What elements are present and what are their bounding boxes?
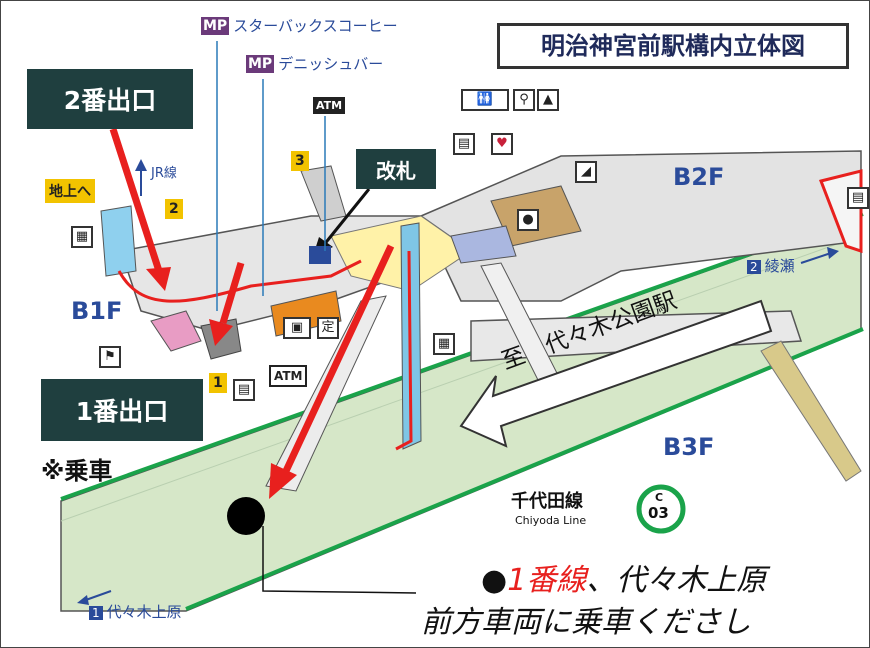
line-code-number: 03: [648, 504, 669, 522]
instruction-line-2: 前方車両に乗車くださし: [421, 605, 751, 640]
track-line-lower: [185, 327, 864, 611]
boarding-note: ※乗車: [41, 457, 113, 485]
exit2-label: 2番出口: [27, 69, 193, 129]
diagram-title: 明治神宮前駅構内立体図: [497, 23, 849, 69]
chiyoda-line-en: Chiyoda Line: [515, 514, 587, 527]
arrow-exit2-route: [109, 127, 163, 273]
shop-danish-bar: MP デニッシュバー: [246, 53, 383, 74]
arrow-gate-to-platform: [282, 244, 395, 473]
b2f-passage: [419, 150, 862, 302]
ticket-gate-marker: [309, 246, 331, 264]
floor-b1f: B1F: [71, 297, 123, 325]
toilet-icon: 🚻: [461, 89, 509, 111]
yoyogi-uehara-label: 代々木上原: [106, 603, 182, 621]
exit-number-2: 2: [165, 199, 183, 219]
floor-b3f: B3F: [663, 433, 715, 461]
coin-locker-icon-right: ▤: [847, 187, 869, 209]
fare-adjust-icon: 定: [317, 317, 339, 339]
ground-escalator: [100, 205, 137, 277]
jr-line-label: JR線: [151, 166, 177, 181]
aed-icon: ♥: [491, 133, 513, 155]
meeting-point-icon: ⚑: [99, 346, 121, 368]
to-ground-badge: 地上へ: [45, 179, 95, 203]
yoyogi-uehara-direction: 1 代々木上原: [89, 605, 182, 620]
callout-line: [262, 526, 417, 594]
shop-danish-bar-name: デニッシュバー: [278, 55, 384, 73]
pink-room: [150, 310, 202, 352]
baby-care-icon: ⚲: [513, 89, 535, 111]
shop-starbucks-name: スターバックスコーヒー: [233, 17, 398, 35]
floor-b2f: B2F: [673, 163, 725, 191]
walking-route: [117, 259, 362, 303]
ticket-gate-label: 改札: [356, 149, 436, 189]
atm-label-bottom: ATM: [269, 365, 308, 387]
line-code-letter: C: [655, 491, 664, 504]
elevator-icon: ▲: [537, 89, 559, 111]
exit1-label: 1番出口: [41, 379, 203, 441]
exit3-stairs: [300, 165, 347, 222]
ayase-direction: 2 綾瀬: [747, 259, 795, 274]
line-code-badge: [636, 484, 686, 534]
instruction-bullet: ●: [481, 563, 508, 598]
escalator-icon: ◢: [575, 161, 597, 183]
ayase-label: 綾瀬: [764, 257, 795, 275]
track-line-upper: [60, 212, 864, 501]
gate-pointer-arrow: [321, 188, 371, 247]
exit-number-3: 3: [291, 151, 309, 171]
instruction-track: 1番線: [507, 563, 587, 598]
station-office-icon: ●: [517, 209, 539, 231]
arrow-exit1-route: [219, 261, 245, 325]
instruction-line-1: ●1番線、代々木上原: [481, 555, 766, 599]
exit-number-1: 1: [209, 373, 227, 393]
ticket-machine-icon-b2f: ▦: [433, 333, 455, 355]
direction-arrow-yoyogi-koen: [459, 299, 773, 448]
boarding-position-marker: [227, 497, 265, 535]
mp-badge-1: MP: [201, 16, 230, 35]
shop-starbucks: MP スターバックスコーヒー: [201, 15, 398, 36]
yoyogi-uehara-number: 1: [89, 605, 103, 620]
chiyoda-line-jp: 千代田線: [511, 491, 583, 512]
instruction-line-1-rest: 、代々木上原: [586, 563, 767, 598]
coin-locker-icon: ▤: [453, 133, 475, 155]
ticket-machine-icon: ▦: [71, 226, 93, 248]
atm-label-top: ATM: [313, 97, 346, 114]
mp-badge-2: MP: [246, 54, 275, 73]
commuter-pass-icon: ▣: [283, 317, 311, 339]
ayase-number: 2: [747, 259, 761, 274]
coin-locker-icon-b1f: ▤: [233, 379, 255, 401]
